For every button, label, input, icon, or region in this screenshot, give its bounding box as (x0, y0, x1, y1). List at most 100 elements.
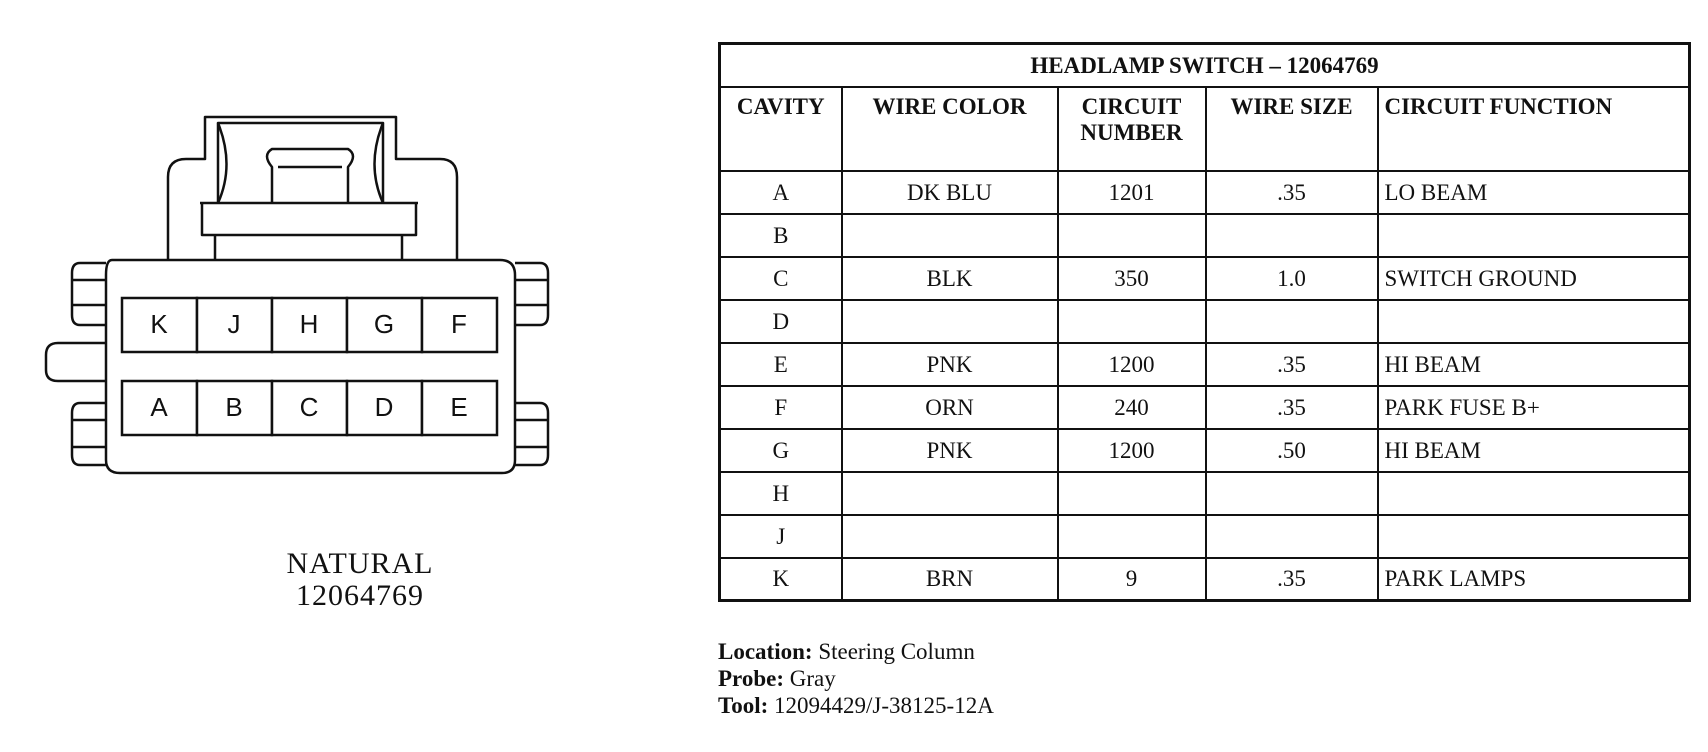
cavity-row-bottom (120, 379, 499, 437)
cavity-h (270, 296, 349, 354)
cell-cavity: C (718, 256, 843, 301)
connector-part-number: 12064769 (296, 579, 424, 612)
cell-circuit-function (1376, 514, 1691, 559)
cell-circuit-function: SWITCH GROUND (1376, 256, 1691, 301)
cavity-label-e: E (450, 392, 467, 422)
note-location-value: Steering Column (818, 639, 975, 664)
connector-main-body (104, 258, 517, 475)
table-title: HEADLAMP SWITCH – 12064769 (718, 42, 1691, 88)
cavity-a (120, 379, 199, 437)
note-tool-value: 12094429/J-38125-12A (774, 693, 994, 718)
table-row: D (718, 299, 1691, 344)
header-circuit-number: CIRCUIT NUMBER (1056, 86, 1207, 172)
table-header-row: CAVITY WIRE COLOR CIRCUIT NUMBER WIRE SI… (718, 86, 1691, 172)
cavity-c (270, 379, 349, 437)
connector-notes: Location: Steering Column Probe: Gray To… (718, 638, 994, 719)
cell-circuit-function: PARK LAMPS (1376, 557, 1691, 602)
cell-wire-color: DK BLU (840, 170, 1059, 215)
cell-wire-color (840, 213, 1059, 258)
cell-wire-color: PNK (840, 342, 1059, 387)
cell-wire-size (1204, 471, 1379, 516)
cell-cavity: G (718, 428, 843, 473)
cell-circuit-number: 1200 (1056, 342, 1207, 387)
note-probe-value: Gray (789, 666, 836, 691)
cell-circuit-number (1056, 299, 1207, 344)
cavity-f (420, 296, 499, 354)
cell-wire-size (1204, 514, 1379, 559)
cell-cavity: A (718, 170, 843, 215)
cavity-label-j: J (228, 309, 241, 339)
note-probe-label: Probe: (718, 666, 785, 691)
cell-wire-color (840, 514, 1059, 559)
cavity-label-k: K (150, 309, 168, 339)
connector-face-diagram: K J H G F A B C D E (44, 115, 550, 475)
cell-wire-size (1204, 213, 1379, 258)
cavity-label-d: D (375, 392, 394, 422)
cavity-label-c: C (300, 392, 319, 422)
header-wire-color: WIRE COLOR (840, 86, 1059, 172)
connector-latch (216, 121, 385, 203)
cell-wire-size: .35 (1204, 342, 1379, 387)
cell-wire-color (840, 299, 1059, 344)
cell-circuit-function: PARK FUSE B+ (1376, 385, 1691, 430)
cavity-d (345, 379, 424, 437)
cell-circuit-function (1376, 471, 1691, 516)
cell-circuit-function: HI BEAM (1376, 342, 1691, 387)
note-tool: Tool: 12094429/J-38125-12A (718, 692, 994, 719)
cell-circuit-number (1056, 471, 1207, 516)
cell-circuit-function (1376, 213, 1691, 258)
note-location-label: Location: (718, 639, 813, 664)
cell-circuit-number: 1200 (1056, 428, 1207, 473)
cell-circuit-function: HI BEAM (1376, 428, 1691, 473)
cell-wire-size: .35 (1204, 557, 1379, 602)
connector-caption: NATURAL 12064769 (230, 548, 490, 612)
note-tool-label: Tool: (718, 693, 769, 718)
cell-wire-color (840, 471, 1059, 516)
cell-cavity: K (718, 557, 843, 602)
cell-circuit-number (1056, 213, 1207, 258)
table-row: J (718, 514, 1691, 559)
cavity-j (195, 296, 274, 354)
header-cavity: CAVITY (718, 86, 843, 172)
cell-wire-size (1204, 299, 1379, 344)
cell-wire-color: BLK (840, 256, 1059, 301)
note-probe: Probe: Gray (718, 665, 994, 692)
cell-circuit-number: 9 (1056, 557, 1207, 602)
cavity-label-h: H (300, 309, 319, 339)
cell-wire-color: BRN (840, 557, 1059, 602)
table-row: B (718, 213, 1691, 258)
header-wire-size: WIRE SIZE (1204, 86, 1379, 172)
cavity-label-a: A (150, 392, 168, 422)
cavity-b (195, 379, 274, 437)
cell-circuit-number: 350 (1056, 256, 1207, 301)
connector-upper-housing (166, 115, 459, 260)
cavity-label-f: F (451, 309, 467, 339)
cell-wire-size: .35 (1204, 170, 1379, 215)
table-row: H (718, 471, 1691, 516)
cell-circuit-function (1376, 299, 1691, 344)
cavity-k (120, 296, 199, 354)
cell-cavity: H (718, 471, 843, 516)
cavity-row-top (120, 296, 499, 354)
connector-color-name: NATURAL (286, 547, 434, 580)
cavity-label-b: B (225, 392, 242, 422)
cell-wire-size: 1.0 (1204, 256, 1379, 301)
cell-wire-color: ORN (840, 385, 1059, 430)
table-title-row: HEADLAMP SWITCH – 12064769 (718, 42, 1691, 88)
cell-cavity: J (718, 514, 843, 559)
note-location: Location: Steering Column (718, 638, 994, 665)
cavity-label-g: G (374, 309, 394, 339)
cell-cavity: F (718, 385, 843, 430)
header-circuit-function: CIRCUIT FUNCTION (1376, 86, 1691, 172)
cell-wire-size: .50 (1204, 428, 1379, 473)
cell-wire-color: PNK (840, 428, 1059, 473)
cell-circuit-number (1056, 514, 1207, 559)
cell-wire-size: .35 (1204, 385, 1379, 430)
cell-cavity: D (718, 299, 843, 344)
cavity-e (420, 379, 499, 437)
